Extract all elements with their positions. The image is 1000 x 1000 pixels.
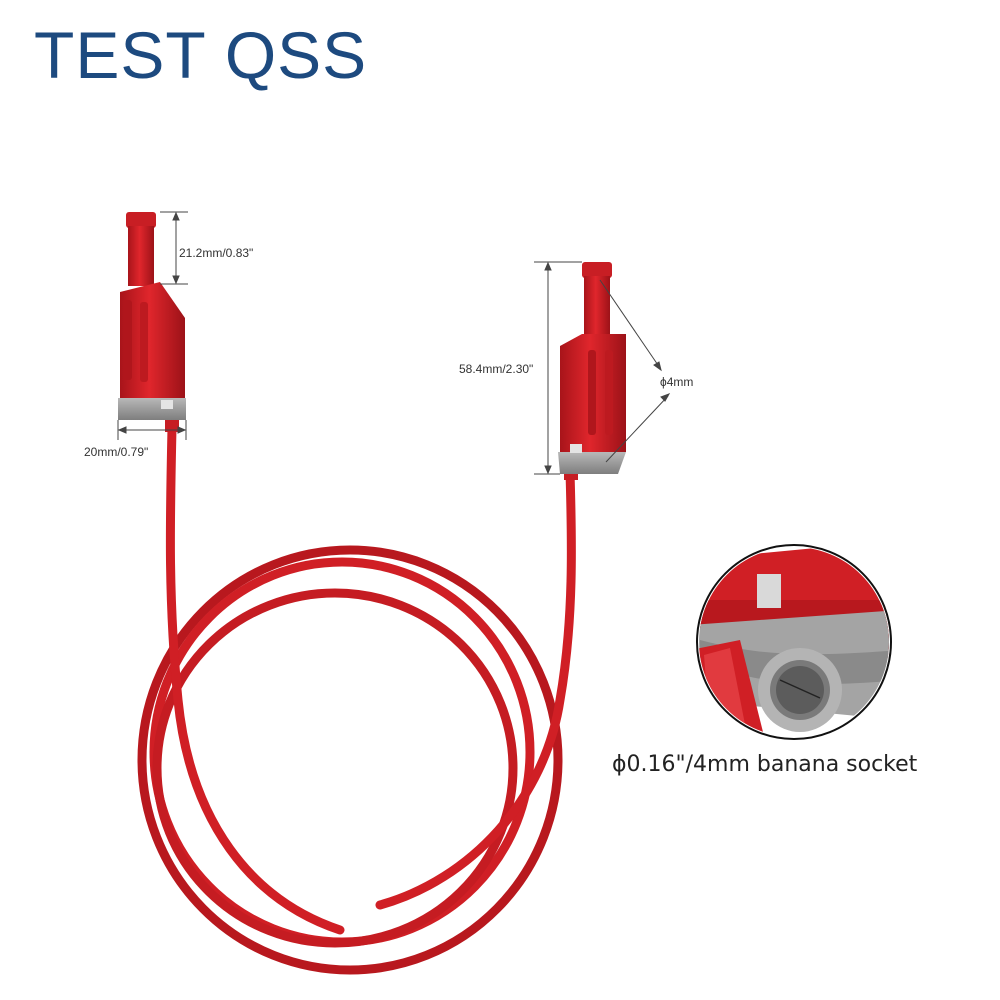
brand-logo: TEST QSS — [34, 18, 368, 92]
left-banana-plug — [118, 212, 186, 432]
dimension-lines — [117, 211, 671, 475]
socket-zoom-detail — [696, 544, 892, 740]
coiled-cable — [137, 423, 576, 975]
plug-diameter-label: ϕ4mm — [660, 375, 694, 389]
right-banana-plug — [558, 262, 626, 480]
plug-tip-length-label: 21.2mm/0.83" — [179, 246, 254, 260]
socket-caption: ϕ0.16"/4mm banana socket — [612, 752, 918, 777]
plug-width-label: 20mm/0.79" — [84, 445, 149, 459]
plug-total-length-label: 58.4mm/2.30" — [459, 362, 534, 376]
